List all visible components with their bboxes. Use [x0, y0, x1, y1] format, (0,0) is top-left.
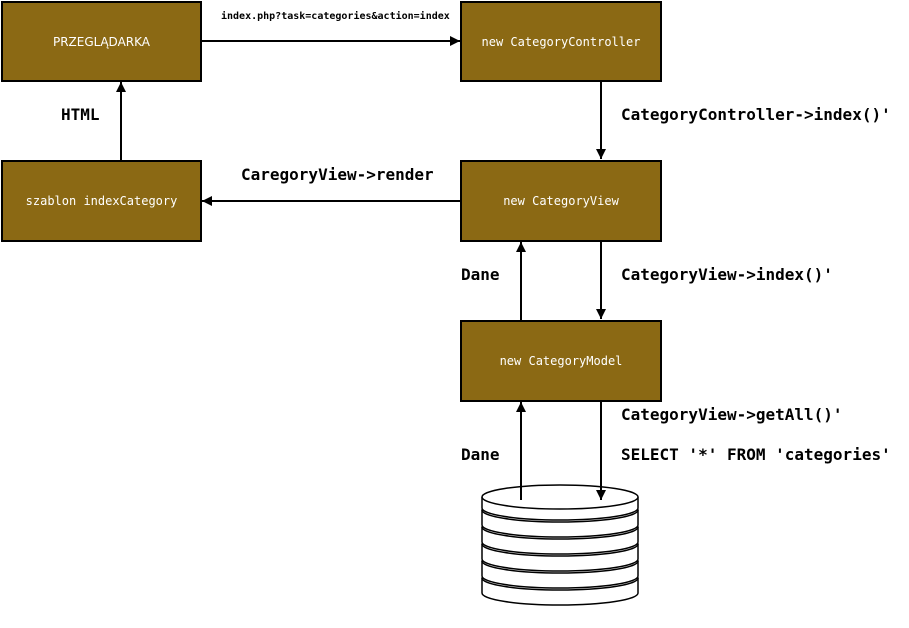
label-get-all: CategoryView->getAll()' [621, 405, 843, 424]
label-view-index: CategoryView->index()' [621, 265, 833, 284]
template-node: szablon indexCategory [1, 160, 202, 242]
label-sql-query: SELECT '*' FROM 'categories' [621, 445, 891, 464]
view-node: new CategoryView [460, 160, 662, 242]
controller-node: new CategoryController [460, 1, 662, 82]
label-controller-index: CategoryController->index()' [621, 105, 891, 124]
model-node: new CategoryModel [460, 320, 662, 402]
label-request-url: index.php?task=categories&action=index [221, 11, 450, 22]
label-view-render: CaregoryView->render [241, 165, 434, 184]
label-data-to-model: Dane [461, 445, 500, 464]
label-html: HTML [61, 105, 100, 124]
database-icon [481, 484, 639, 606]
browser-node: PRZEGLĄDARKA [1, 1, 202, 82]
label-data-to-view: Dane [461, 265, 500, 284]
